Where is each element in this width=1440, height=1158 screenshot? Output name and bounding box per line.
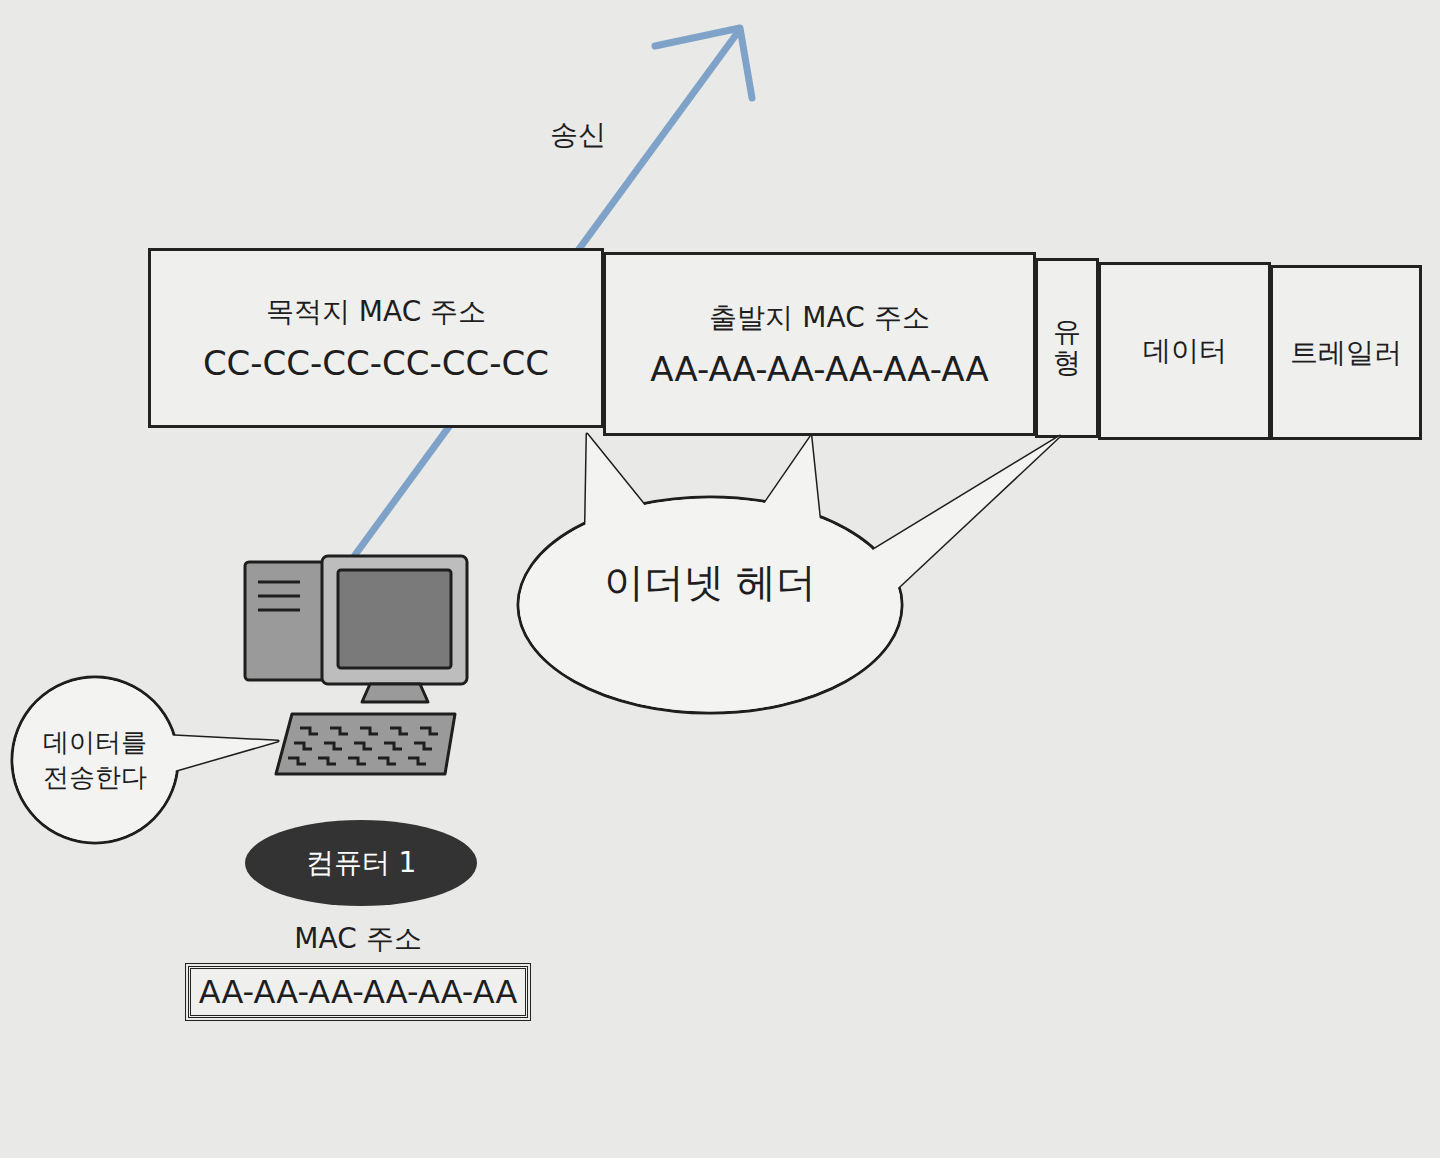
keyboard-key bbox=[420, 728, 438, 734]
keyboard-key bbox=[390, 728, 408, 734]
field-box: 데이터 bbox=[1098, 262, 1271, 440]
callout-bubble: 이더넷 헤더 bbox=[515, 450, 905, 715]
keyboard-key bbox=[318, 758, 336, 764]
node-value: CC-CC-CC-CC-CC-CC bbox=[203, 343, 549, 383]
node-title: 트레일러 bbox=[1290, 334, 1402, 372]
node-title: 데이터를 전송한다 bbox=[35, 725, 155, 795]
node-title: 컴퓨터 1 bbox=[306, 844, 417, 882]
keyboard-key bbox=[330, 728, 348, 734]
node-value: AA-AA-AA-AA-AA-AA bbox=[650, 349, 989, 389]
node-title: 출발지 MAC 주소 bbox=[709, 299, 929, 337]
keyboard-key bbox=[354, 743, 372, 749]
arrow-label: 송신 bbox=[550, 116, 606, 154]
field-box: 목적지 MAC 주소 CC-CC-CC-CC-CC-CC bbox=[148, 248, 604, 428]
node-title: 데이터 bbox=[1143, 332, 1227, 370]
address-box: AA-AA-AA-AA-AA-AA bbox=[188, 966, 529, 1018]
keyboard-key bbox=[324, 743, 342, 749]
field-box: 출발지 MAC 주소 AA-AA-AA-AA-AA-AA bbox=[603, 252, 1036, 436]
keyboard-key bbox=[384, 743, 402, 749]
node-title: 이더넷 헤더 bbox=[604, 555, 817, 610]
node-title: 유형 bbox=[1053, 317, 1081, 379]
keyboard-keys bbox=[288, 728, 438, 764]
device-label: 컴퓨터 1 bbox=[245, 820, 477, 906]
field-box: 트레일러 bbox=[1270, 265, 1422, 440]
keyboard-key bbox=[294, 743, 312, 749]
node-value: AA-AA-AA-AA-AA-AA bbox=[199, 973, 518, 1011]
mac-address: MAC 주소 AA-AA-AA-AA-AA-AA bbox=[168, 920, 548, 1035]
keyboard-key bbox=[348, 758, 366, 764]
keyboard-key bbox=[408, 758, 426, 764]
mac-group: MAC 주소 AA-AA-AA-AA-AA-AA bbox=[168, 920, 548, 1018]
keyboard-key bbox=[360, 728, 378, 734]
field-box: 유형 bbox=[1035, 258, 1099, 438]
keyboard-key bbox=[300, 728, 318, 734]
node-title: 목적지 MAC 주소 bbox=[266, 293, 486, 331]
bubble-outline bbox=[10, 675, 180, 845]
keyboard-key bbox=[288, 758, 306, 764]
speech-bubble: 데이터를 전송한다 bbox=[10, 675, 180, 845]
node-title: MAC 주소 bbox=[294, 920, 421, 958]
keyboard-key bbox=[414, 743, 432, 749]
keyboard-key bbox=[378, 758, 396, 764]
